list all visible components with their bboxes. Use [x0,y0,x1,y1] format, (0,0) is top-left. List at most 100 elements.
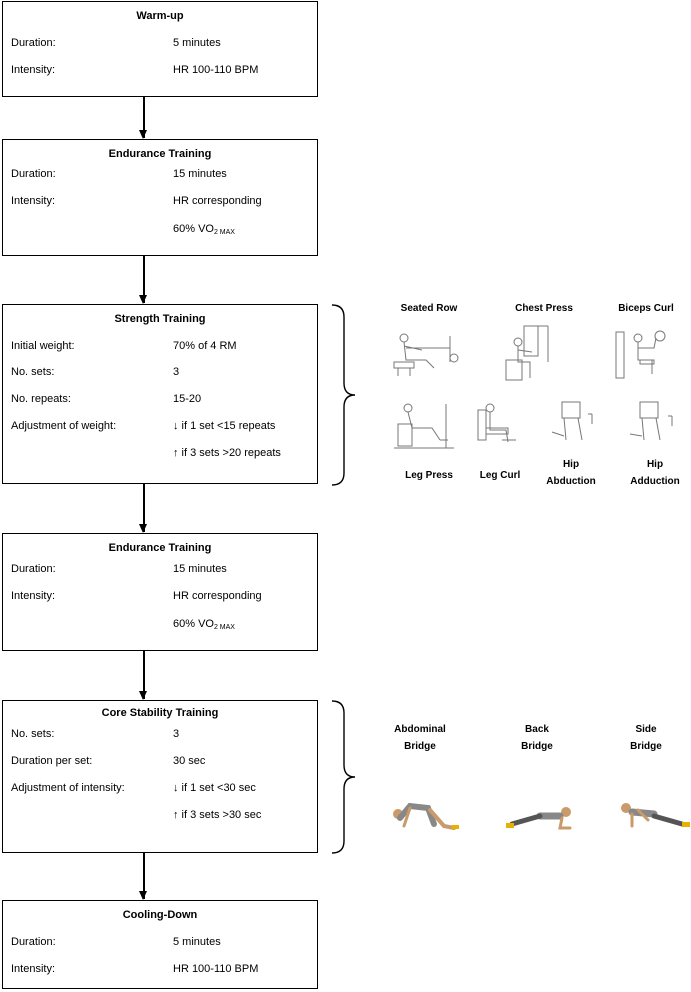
hip-abduction-label: Hip Abduction [536,456,606,490]
label: No. sets: [11,728,55,740]
cooldown-duration-row: Duration: 5 minutes [11,936,313,950]
value: 5 minutes [173,37,221,49]
value: 15 minutes [173,168,227,180]
warmup-title: Warm-up [136,10,184,22]
label: Intensity: [11,963,56,975]
label: Initial weight: [11,340,75,352]
seated-row-image [393,333,459,376]
hip-abduction-label-line1: Hip [562,459,580,470]
strength-box: Strength Training Initial weight: 70% of… [2,304,318,484]
label: Adjustment of weight: [11,420,117,432]
flow-arrow [140,97,146,139]
value: ↓ if 1 set <30 sec [173,782,256,794]
value: 3 [173,366,180,378]
vo2-subscript: 2 MAX [213,624,235,631]
flow-arrow [140,853,146,900]
abdominal-bridge-label: Abdominal Bridge [380,721,460,755]
value: ↑ if 3 sets >20 repeats [173,447,281,459]
flow-arrow [140,256,146,304]
strength-row: Adjustment of weight: ↓ if 1 set <15 rep… [11,420,313,434]
label: Duration: [11,563,56,575]
endurance-intensity-row: Intensity: HR corresponding [11,195,313,209]
endurance-box-2: Endurance Training Duration: 15 minutes … [2,533,318,651]
abdominal-bridge-label-line2: Bridge [404,741,436,752]
chest-press-image [505,325,549,381]
warmup-intensity-row: Intensity: HR 100-110 BPM [11,64,313,78]
endurance-intensity-row: Intensity: HR corresponding [11,590,313,604]
value: HR corresponding [173,195,262,207]
hip-adduction-label-line1: Hip [646,459,664,470]
endurance-vo2-row: 60% VO2 MAX [11,618,313,632]
vo2-value: 60% VO2 MAX [173,618,235,631]
core-brace [331,700,356,854]
value: HR 100-110 BPM [173,64,259,76]
leg-curl-image [477,403,516,443]
flow-arrow [140,484,146,533]
cooldown-box: Cooling-Down Duration: 5 minutes Intensi… [2,900,318,989]
endurance-box-1: Endurance Training Duration: 15 minutes … [2,139,318,256]
side-bridge-label-line1: Side [635,724,657,735]
abdominal-bridge-label-line1: Abdominal [394,724,446,735]
value: ↓ if 1 set <15 repeats [173,420,276,432]
leg-press-image [394,403,454,449]
label: Intensity: [11,64,56,76]
value: 5 minutes [173,936,221,948]
warmup-duration-row: Duration: 5 minutes [11,37,313,51]
side-bridge-label-line2: Bridge [630,741,662,752]
hip-adduction-image [629,401,673,441]
label: Duration per set: [11,755,93,767]
warmup-box: Warm-up Duration: 5 minutes Intensity: H… [2,1,318,97]
cooldown-intensity-row: Intensity: HR 100-110 BPM [11,963,313,977]
label: No. repeats: [11,393,71,405]
value: ↑ if 3 sets >30 sec [173,809,262,821]
flow-arrow [140,651,146,700]
value: 15-20 [173,393,202,405]
label: Duration: [11,168,56,180]
back-bridge-label: Back Bridge [497,721,577,755]
vo2-text: 60% VO [173,223,214,235]
leg-press-label: Leg Press [405,470,453,481]
strength-brace [331,304,356,486]
value: 70% of 4 RM [173,340,237,352]
core-box: Core Stability Training No. sets: 3 Dura… [2,700,318,853]
label: No. sets: [11,366,55,378]
endurance-duration-row: Duration: 15 minutes [11,563,313,577]
abdominal-bridge-image [393,802,459,830]
strength-row: No. sets: 3 [11,366,313,380]
strength-row: No. repeats: 15-20 [11,393,313,407]
strength-title: Strength Training [114,313,206,325]
endurance-duration-row: Duration: 15 minutes [11,168,313,182]
biceps-curl-image [615,330,666,379]
label: Intensity: [11,590,56,602]
core-row: No. sets: 3 [11,728,313,742]
endurance-title: Endurance Training [108,542,212,554]
hip-adduction-label: Hip Adduction [620,456,690,490]
value: 15 minutes [173,563,227,575]
endurance-title: Endurance Training [108,148,212,160]
back-bridge-label-line2: Bridge [521,741,553,752]
chest-press-label: Chest Press [515,303,573,314]
hip-abduction-label-line2: Abduction [546,476,596,487]
strength-row: ↑ if 3 sets >20 repeats [11,447,313,461]
vo2-value: 60% VO2 MAX [173,223,235,236]
side-bridge-image [621,803,690,828]
value: 3 [173,728,180,740]
endurance-vo2-row: 60% VO2 MAX [11,223,313,237]
value: HR corresponding [173,590,262,602]
leg-curl-label: Leg Curl [479,470,521,481]
hip-adduction-label-line2: Adduction [630,476,680,487]
core-row: Adjustment of intensity: ↓ if 1 set <30 … [11,782,313,796]
label: Duration: [11,37,56,49]
label: Intensity: [11,195,56,207]
cooldown-title: Cooling-Down [122,909,198,921]
back-bridge-image [506,807,572,830]
value: HR 100-110 BPM [173,963,259,975]
side-bridge-label: Side Bridge [606,721,686,755]
vo2-subscript: 2 MAX [213,229,235,236]
core-row: Duration per set: 30 sec [11,755,313,769]
vo2-text: 60% VO [173,618,214,630]
label: Adjustment of intensity: [11,782,125,794]
core-title: Core Stability Training [101,707,219,719]
strength-row: Initial weight: 70% of 4 RM [11,340,313,354]
back-bridge-label-line1: Back [525,724,549,735]
